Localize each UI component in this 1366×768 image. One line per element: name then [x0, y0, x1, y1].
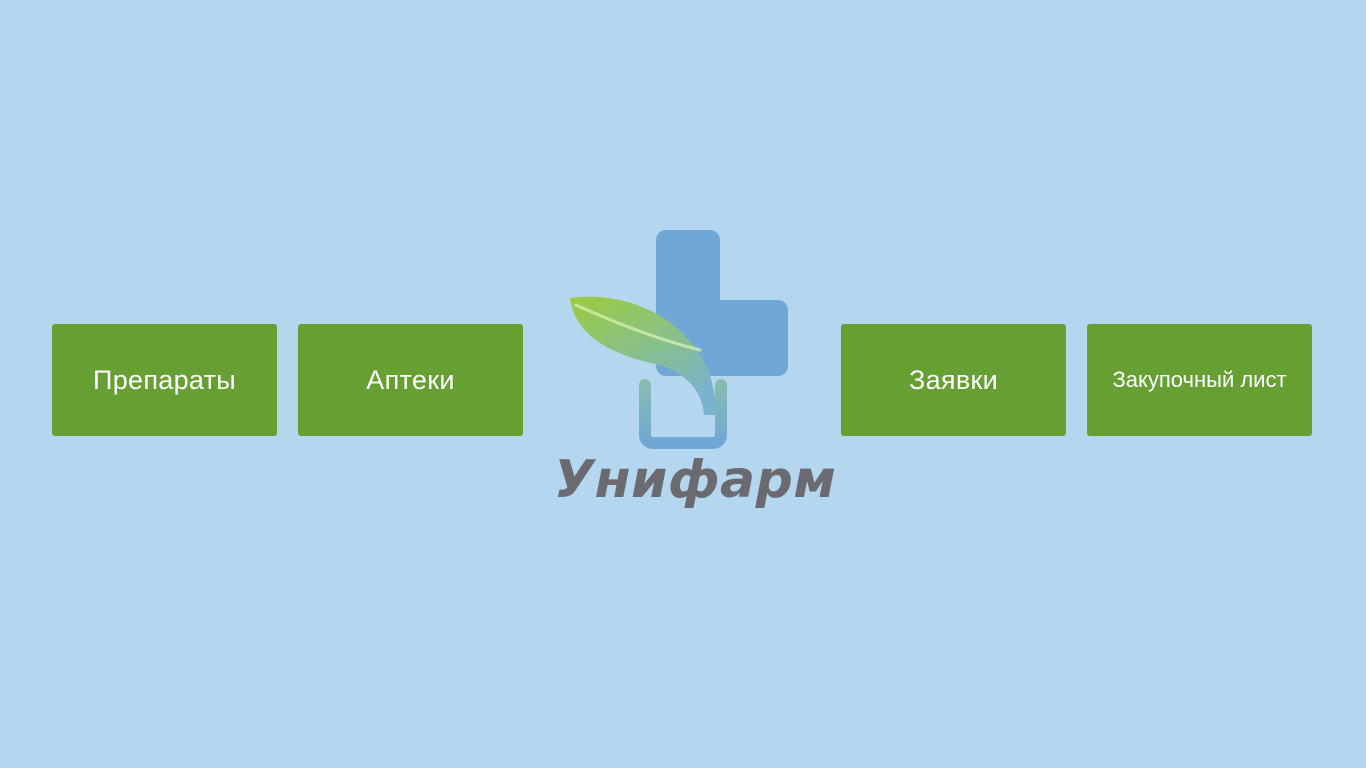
purchase-list-button[interactable]: Закупочный лист [1087, 324, 1312, 436]
orders-button[interactable]: Заявки [841, 324, 1066, 436]
cross-leaf-icon [570, 230, 788, 449]
drugs-button[interactable]: Препараты [52, 324, 277, 436]
pharmacies-button[interactable]: Аптеки [298, 324, 523, 436]
brand-name: Унифарм [554, 450, 837, 510]
brand-logo: Унифарм [540, 225, 836, 525]
